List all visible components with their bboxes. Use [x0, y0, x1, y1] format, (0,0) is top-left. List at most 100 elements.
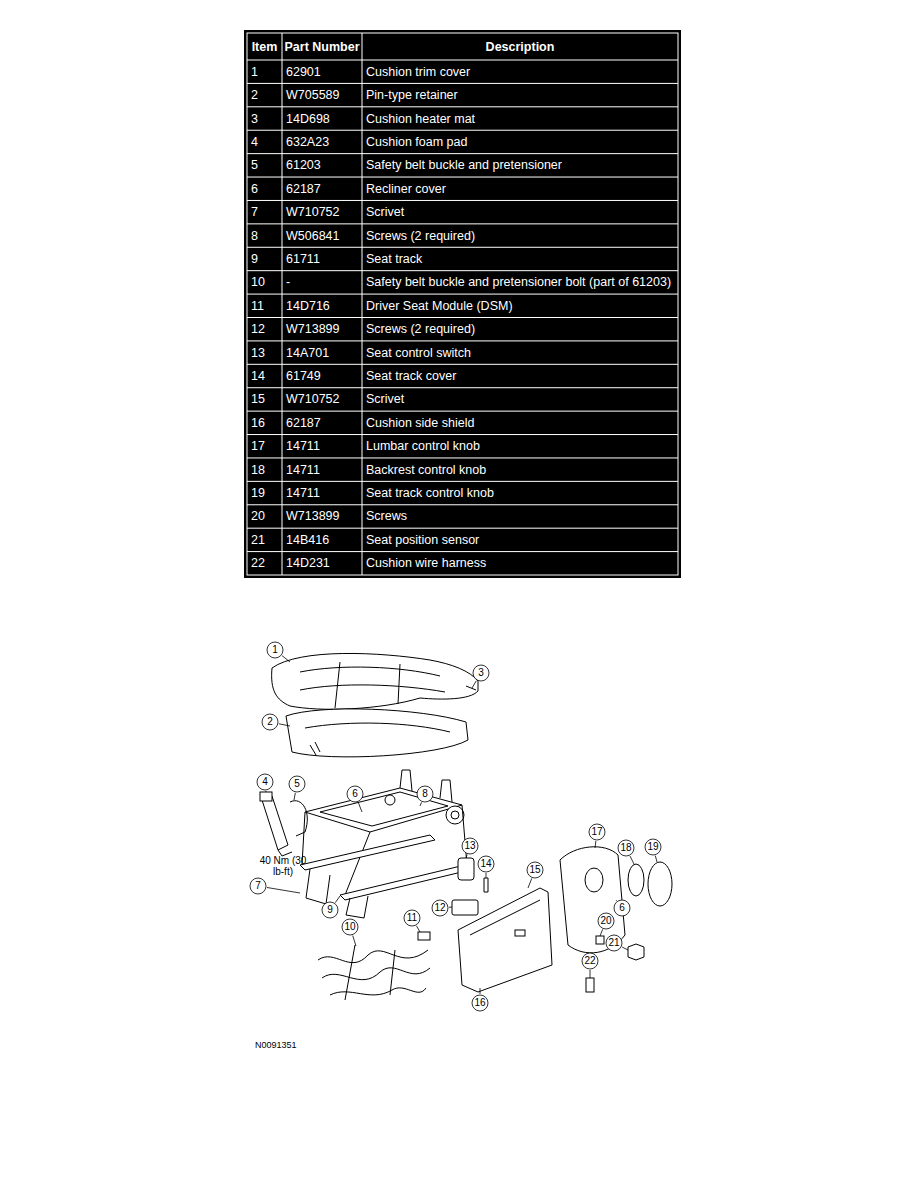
callout-number: 6 [614, 902, 630, 914]
leader-line [655, 856, 657, 862]
table-cell: 10 [251, 271, 265, 294]
seat-frame-track [400, 770, 412, 791]
table-rule [247, 364, 678, 365]
table-cell: 62187 [286, 411, 321, 434]
recliner-cover [560, 847, 625, 953]
cushion-side-shield [458, 888, 552, 992]
leader-line [265, 791, 266, 792]
seat-frame-track [305, 788, 462, 832]
driver-seat-module [418, 932, 430, 940]
table-cell: Recliner cover [366, 177, 446, 200]
table-rule [247, 340, 678, 341]
table-cell: 19 [251, 481, 265, 504]
leader-line [282, 656, 290, 662]
table-cell: - [286, 271, 290, 294]
callout-circle [598, 913, 614, 929]
table-cell: 14711 [286, 435, 320, 458]
table-rule [247, 434, 678, 435]
callout-number: 4 [257, 776, 273, 788]
control-knobs [628, 864, 644, 896]
callout-number: 19 [645, 841, 661, 853]
seat-frame-track [346, 896, 368, 918]
table-cell: 5 [251, 154, 258, 177]
leader-line [528, 878, 532, 888]
table-header: Item [247, 33, 282, 60]
table-background [244, 30, 681, 578]
callout-number: 5 [289, 778, 305, 790]
callout-number: 10 [342, 921, 358, 933]
table-cell: W710752 [286, 200, 340, 223]
control-knobs [586, 862, 672, 992]
leader-line [279, 724, 290, 726]
table-cell: W713899 [286, 318, 340, 341]
control-knobs [586, 978, 594, 992]
cushion-foam-pad [305, 723, 450, 732]
table-rule [247, 200, 678, 201]
table-cell: Seat position sensor [366, 528, 479, 551]
cushion-foam-pad [286, 709, 468, 757]
seat-control-switch [458, 858, 474, 880]
table-cell: Driver Seat Module (DSM) [366, 294, 513, 317]
callout-circle [582, 953, 598, 969]
driver-seat-module [452, 900, 478, 915]
table-cell: 21 [251, 528, 265, 551]
leader-line [595, 841, 597, 848]
table-cell: 62901 [286, 60, 321, 83]
table-rule [247, 83, 678, 84]
table-rule [247, 130, 678, 131]
control-knobs [628, 944, 644, 960]
callout-circle [257, 774, 273, 790]
table-cell: Cushion side shield [366, 411, 474, 434]
table-cell: 16 [251, 411, 265, 434]
table-cell: Screws (2 required) [366, 318, 475, 341]
safety-belt-buckle [260, 792, 307, 856]
wire-harness [390, 950, 395, 995]
table-cell: 14711 [286, 481, 320, 504]
seat-exploded-view [260, 653, 672, 1000]
callout-circle [606, 935, 622, 951]
table-rule [247, 387, 678, 388]
table-cell: 12 [251, 318, 265, 341]
seat-frame-track [300, 770, 470, 918]
figure-id: N0091351 [255, 1040, 297, 1050]
leader-line [416, 926, 420, 932]
safety-belt-buckle [262, 796, 288, 850]
leader-line [622, 947, 628, 950]
table-cell: 15 [251, 388, 265, 411]
seat-frame-track [340, 865, 470, 900]
cushion-trim-cover [272, 653, 478, 709]
table-cell: 11 [251, 294, 264, 317]
seat-frame-track [451, 811, 459, 819]
wire-harness [318, 945, 430, 1000]
wire-harness [345, 945, 355, 1000]
torque-spec: 40 Nm (30 lb-ft) [257, 855, 309, 877]
cushion-trim-cover [398, 664, 400, 704]
table-cell: 6 [251, 177, 258, 200]
callout-number: 7 [250, 880, 266, 892]
table-cell: 3 [251, 107, 258, 130]
table-cell: 14711 [286, 458, 320, 481]
cushion-side-shield [458, 888, 552, 992]
leader-line [616, 900, 618, 902]
callout-number: 18 [618, 842, 634, 854]
cushion-trim-cover [335, 662, 340, 708]
cushion-foam-pad [315, 742, 320, 752]
cushion-foam-pad [286, 709, 468, 757]
table-cell: 61203 [286, 154, 321, 177]
table-cell: Seat track cover [366, 364, 456, 387]
table-cell: Cushion heater mat [366, 107, 475, 130]
callout-circle [342, 919, 358, 935]
table-cell: 14D716 [286, 294, 330, 317]
table-cell: Backrest control knob [366, 458, 486, 481]
callout-number: 6 [347, 788, 363, 800]
leader-line [630, 856, 634, 864]
table-rule [247, 551, 678, 552]
table-rule [247, 457, 678, 458]
callout-number: 12 [432, 902, 448, 914]
table-cell: 14D231 [286, 552, 330, 575]
table-cell: W713899 [286, 505, 340, 528]
seat-frame-track [306, 869, 330, 904]
table-cell: W506841 [286, 224, 340, 247]
